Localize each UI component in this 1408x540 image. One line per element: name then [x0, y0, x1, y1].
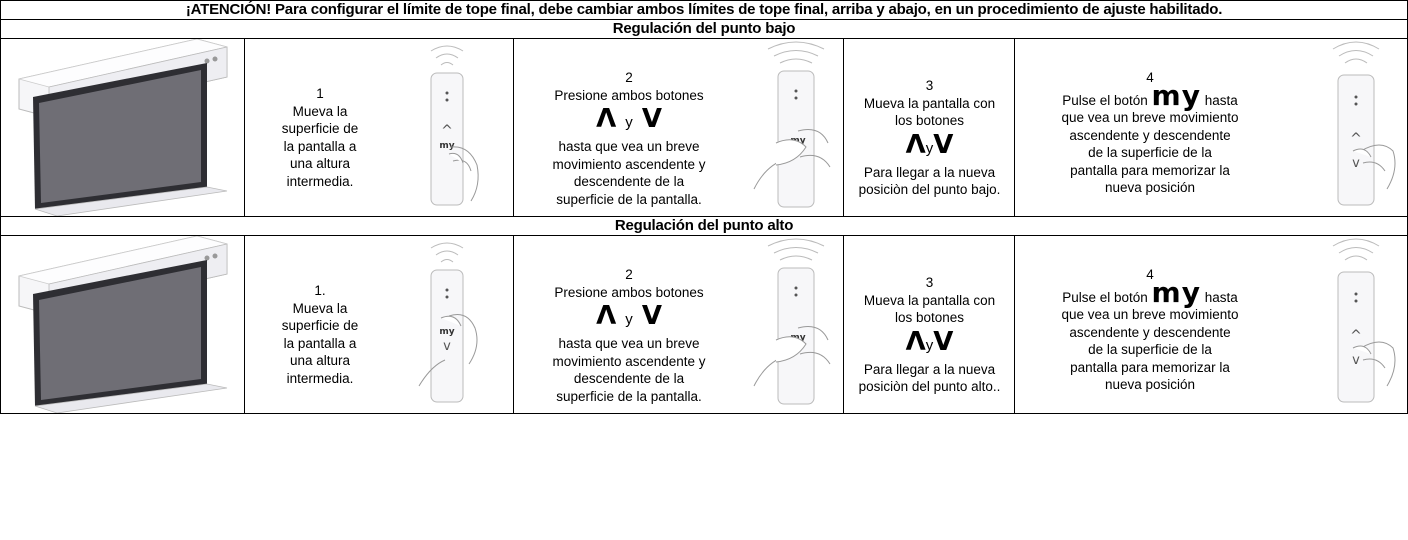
step-2-high: 2 Presione ambos botones Λ y V hasta que… [514, 236, 843, 413]
up-down-buttons-label: ΛyV [905, 129, 954, 160]
svg-text:^: ^ [441, 123, 453, 139]
step-text: 1 Mueva la superficie de la pantalla a u… [281, 86, 359, 189]
step-text: 3 Mueva la pantalla con los botones ΛyV … [844, 274, 1014, 396]
svg-text:my: my [439, 327, 454, 337]
steps-row-low: 1 Mueva la superficie de la pantalla a u… [0, 38, 1408, 217]
remote-control-icon: my [753, 41, 831, 208]
step-4-low: 4 Pulse el botón my hasta que vea un bre… [1015, 39, 1407, 216]
projection-screen-image [18, 39, 228, 216]
step-3-high: 3 Mueva la pantalla con los botones ΛyV … [844, 236, 1014, 413]
warning-banner: ¡ATENCIÓN! Para configurar el límite de … [0, 0, 1408, 20]
step-text: 4 Pulse el botón my hasta que vea un bre… [1061, 267, 1239, 392]
up-down-buttons-label: Λ y V [596, 104, 662, 134]
remote-control-icon: my v [418, 242, 478, 403]
remote-control-icon: my [753, 238, 831, 405]
remote-control-icon: ^ my [430, 45, 479, 206]
svg-text:v: v [443, 339, 451, 354]
step-1-high: 1. Mueva la superficie de la pantalla a … [245, 236, 513, 413]
screen-illustration-low [1, 39, 244, 216]
instruction-table: ¡ATENCIÓN! Para configurar el límite de … [0, 0, 1408, 414]
step-3-low: 3 Mueva la pantalla con los botones ΛyV … [844, 39, 1014, 216]
svg-text:v: v [1352, 156, 1360, 171]
up-down-buttons-label: Λ y V [596, 301, 662, 331]
steps-row-high: 1. Mueva la superficie de la pantalla a … [0, 235, 1408, 414]
step-4-high: 4 Pulse el botón my hasta que vea un bre… [1015, 236, 1407, 413]
section-title-low: Regulación del punto bajo [0, 19, 1408, 39]
up-down-buttons-label: ΛyV [905, 326, 954, 357]
svg-text:v: v [1352, 353, 1360, 368]
svg-text:^: ^ [1350, 328, 1362, 344]
step-text: 2 Presione ambos botones Λ y V hasta que… [514, 69, 744, 208]
step-2-low: 2 Presione ambos botones Λ y V hasta que… [514, 39, 843, 216]
step-text: 2 Presione ambos botones Λ y V hasta que… [514, 266, 744, 405]
screen-illustration-high [1, 236, 244, 413]
step-text: 4 Pulse el botón my hasta que vea un bre… [1061, 70, 1239, 195]
svg-text:^: ^ [1350, 131, 1362, 147]
step-text: 3 Mueva la pantalla con los botones ΛyV … [844, 77, 1014, 199]
svg-text:my: my [439, 141, 454, 151]
remote-control-icon: ^ v [1332, 41, 1396, 206]
section-title-high: Regulación del punto alto [0, 216, 1408, 236]
remote-control-icon: ^ v [1332, 238, 1396, 403]
projection-screen-image [18, 236, 228, 413]
step-text: 1. Mueva la superficie de la pantalla a … [281, 283, 359, 386]
step-1-low: 1 Mueva la superficie de la pantalla a u… [245, 39, 513, 216]
